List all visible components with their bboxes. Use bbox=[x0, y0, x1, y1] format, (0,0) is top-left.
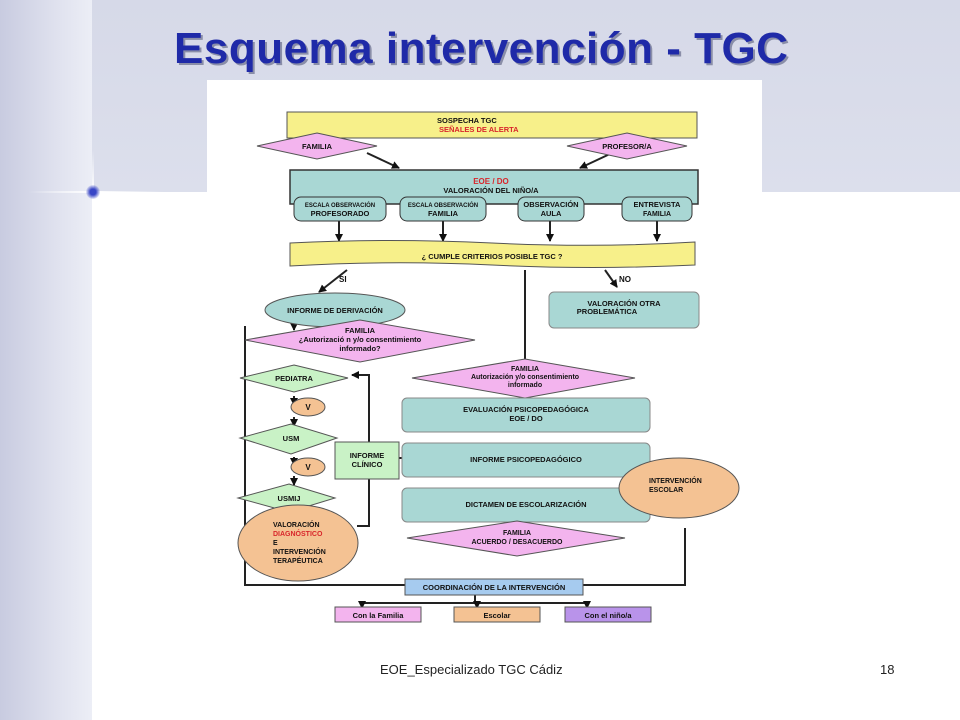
con-familia-box bbox=[334, 606, 422, 623]
observacion-aula-line1: OBSERVACIÓN bbox=[523, 200, 578, 209]
informe-clinico-line1: INFORME bbox=[350, 451, 385, 460]
flowchart-image: SOSPECHA TGC SEÑALES DE ALERTA FAMILIA P… bbox=[207, 80, 762, 655]
valoracion-diag-line1: VALORACIÓN bbox=[273, 520, 320, 529]
page-number: 18 bbox=[880, 662, 895, 677]
escolar-box bbox=[453, 606, 541, 623]
profesor-label: PROFESOR/A bbox=[602, 142, 652, 151]
v1-ellipse bbox=[290, 397, 326, 417]
familia-autorizacion-line3: informado? bbox=[339, 344, 381, 353]
v2-label: V bbox=[305, 463, 311, 472]
intervencion-escolar-line1: INTERVENCIÓN bbox=[649, 476, 702, 485]
escala-familia-line2: FAMILIA bbox=[428, 209, 459, 218]
si-label: SI bbox=[339, 275, 347, 284]
no-label: NO bbox=[619, 275, 631, 284]
familia-top-diamond bbox=[256, 132, 378, 160]
familia-autorizacion-line1: FAMILIA bbox=[345, 326, 376, 335]
pediatra-label: PEDIATRA bbox=[275, 374, 313, 383]
valoracion-diag-line2: DIAGNÓSTICO bbox=[273, 529, 323, 538]
valoracion-diagnostico-ellipse bbox=[237, 504, 359, 582]
star-flare-icon bbox=[86, 185, 100, 199]
escala-familia-box bbox=[399, 196, 487, 222]
valoracion-diag-line5: TERAPÉUTICA bbox=[273, 556, 323, 565]
flowchart-svg: SOSPECHA TGC SEÑALES DE ALERTA FAMILIA P… bbox=[236, 111, 740, 623]
informe-psico-label: INFORME PSICOPEDAGÓGICO bbox=[470, 455, 582, 464]
escolar-label: Escolar bbox=[483, 611, 510, 620]
familia-acuerdo-line2: ACUERDO / DESACUERDO bbox=[471, 539, 563, 546]
valoracion-diag-line3: E bbox=[273, 540, 278, 547]
slide-footer: EOE_Especializado TGC Cádiz bbox=[380, 662, 563, 677]
entrevista-familia-line2: FAMILIA bbox=[643, 211, 671, 218]
entrevista-familia-box bbox=[621, 196, 693, 222]
familia-acuerdo-line1: FAMILIA bbox=[503, 530, 531, 537]
familia-autorizacion2-line2: Autorización y/o consentimiento bbox=[471, 374, 579, 381]
v1-label: V bbox=[305, 403, 311, 412]
evaluacion-line1: EVALUACIÓN PSICOPEDAGÓGICA bbox=[463, 405, 589, 414]
con-familia-label: Con la Familia bbox=[353, 611, 405, 620]
valoracion-otra-line1: VALORACIÓN OTRA bbox=[587, 299, 661, 308]
profesor-diamond bbox=[566, 132, 688, 160]
intervencion-escolar-ellipse bbox=[618, 457, 740, 519]
slide-title: Esquema intervención - TGC bbox=[174, 24, 789, 73]
valoracion-header-label: VALORACIÓN DEL NIÑO/A bbox=[443, 186, 539, 195]
left-gradient-panel bbox=[0, 0, 92, 720]
escala-familia-line1: ESCALA OBSERVACIÓN bbox=[408, 201, 478, 209]
criterios-banner bbox=[289, 240, 696, 268]
valoracion-otra-line2: PROBLEMÁTICA bbox=[577, 307, 638, 316]
evaluacion-psicopedagogica-box bbox=[401, 397, 651, 433]
usmij-label: USMIJ bbox=[278, 494, 301, 503]
dictamen-label: DICTAMEN DE ESCOLARIZACIÓN bbox=[465, 500, 586, 509]
coordinacion-label: COORDINACIÓN DE LA INTERVENCIÓN bbox=[423, 583, 566, 592]
entrevista-familia-line1: ENTREVISTA bbox=[634, 200, 682, 209]
escala-profesorado-box bbox=[293, 196, 387, 222]
valoracion-otra-box bbox=[548, 291, 700, 329]
senales-label: SEÑALES DE ALERTA bbox=[439, 125, 519, 134]
evaluacion-line2: EOE / DO bbox=[509, 414, 543, 423]
criterios-label: ¿ CUMPLE CRITERIOS POSIBLE TGC ? bbox=[422, 252, 563, 261]
informe-clinico-box bbox=[334, 441, 400, 480]
valoracion-diag-line4: INTERVENCIÓN bbox=[273, 547, 326, 556]
sospecha-label: SOSPECHA TGC bbox=[437, 116, 497, 125]
familia-acuerdo-diamond bbox=[406, 520, 626, 557]
escala-profesorado-line2: PROFESORADO bbox=[311, 209, 370, 218]
v2-ellipse bbox=[290, 457, 326, 477]
usm-label: USM bbox=[283, 434, 300, 443]
con-nino-label: Con el niño/a bbox=[584, 611, 632, 620]
familia-autorizacion2-line1: FAMILIA bbox=[511, 366, 539, 373]
informe-derivacion-label: INFORME DE DERIVACIÓN bbox=[287, 306, 383, 315]
familia-autorizacion-line2: ¿Autorizació n y/o consentimiento bbox=[299, 335, 422, 344]
familia-autorizacion-diamond bbox=[244, 319, 476, 363]
escala-profesorado-line1: ESCALA OBSERVACIÓN bbox=[305, 201, 375, 209]
con-nino-box bbox=[564, 606, 652, 623]
observacion-aula-box bbox=[517, 196, 585, 222]
familia-top-label: FAMILIA bbox=[302, 142, 333, 151]
familia-autorizacion2-line3: informado bbox=[508, 382, 542, 389]
informe-psicopedagogico-box bbox=[401, 442, 651, 478]
observacion-aula-line2: AULA bbox=[541, 209, 562, 218]
usm-diamond bbox=[238, 423, 339, 455]
intervencion-escolar-line2: ESCOLAR bbox=[649, 487, 683, 494]
informe-clinico-line2: CLÍNICO bbox=[352, 460, 383, 469]
eoe-header-label: EOE / DO bbox=[473, 177, 509, 186]
pediatra-diamond bbox=[239, 364, 349, 393]
coordinacion-box bbox=[404, 578, 584, 596]
